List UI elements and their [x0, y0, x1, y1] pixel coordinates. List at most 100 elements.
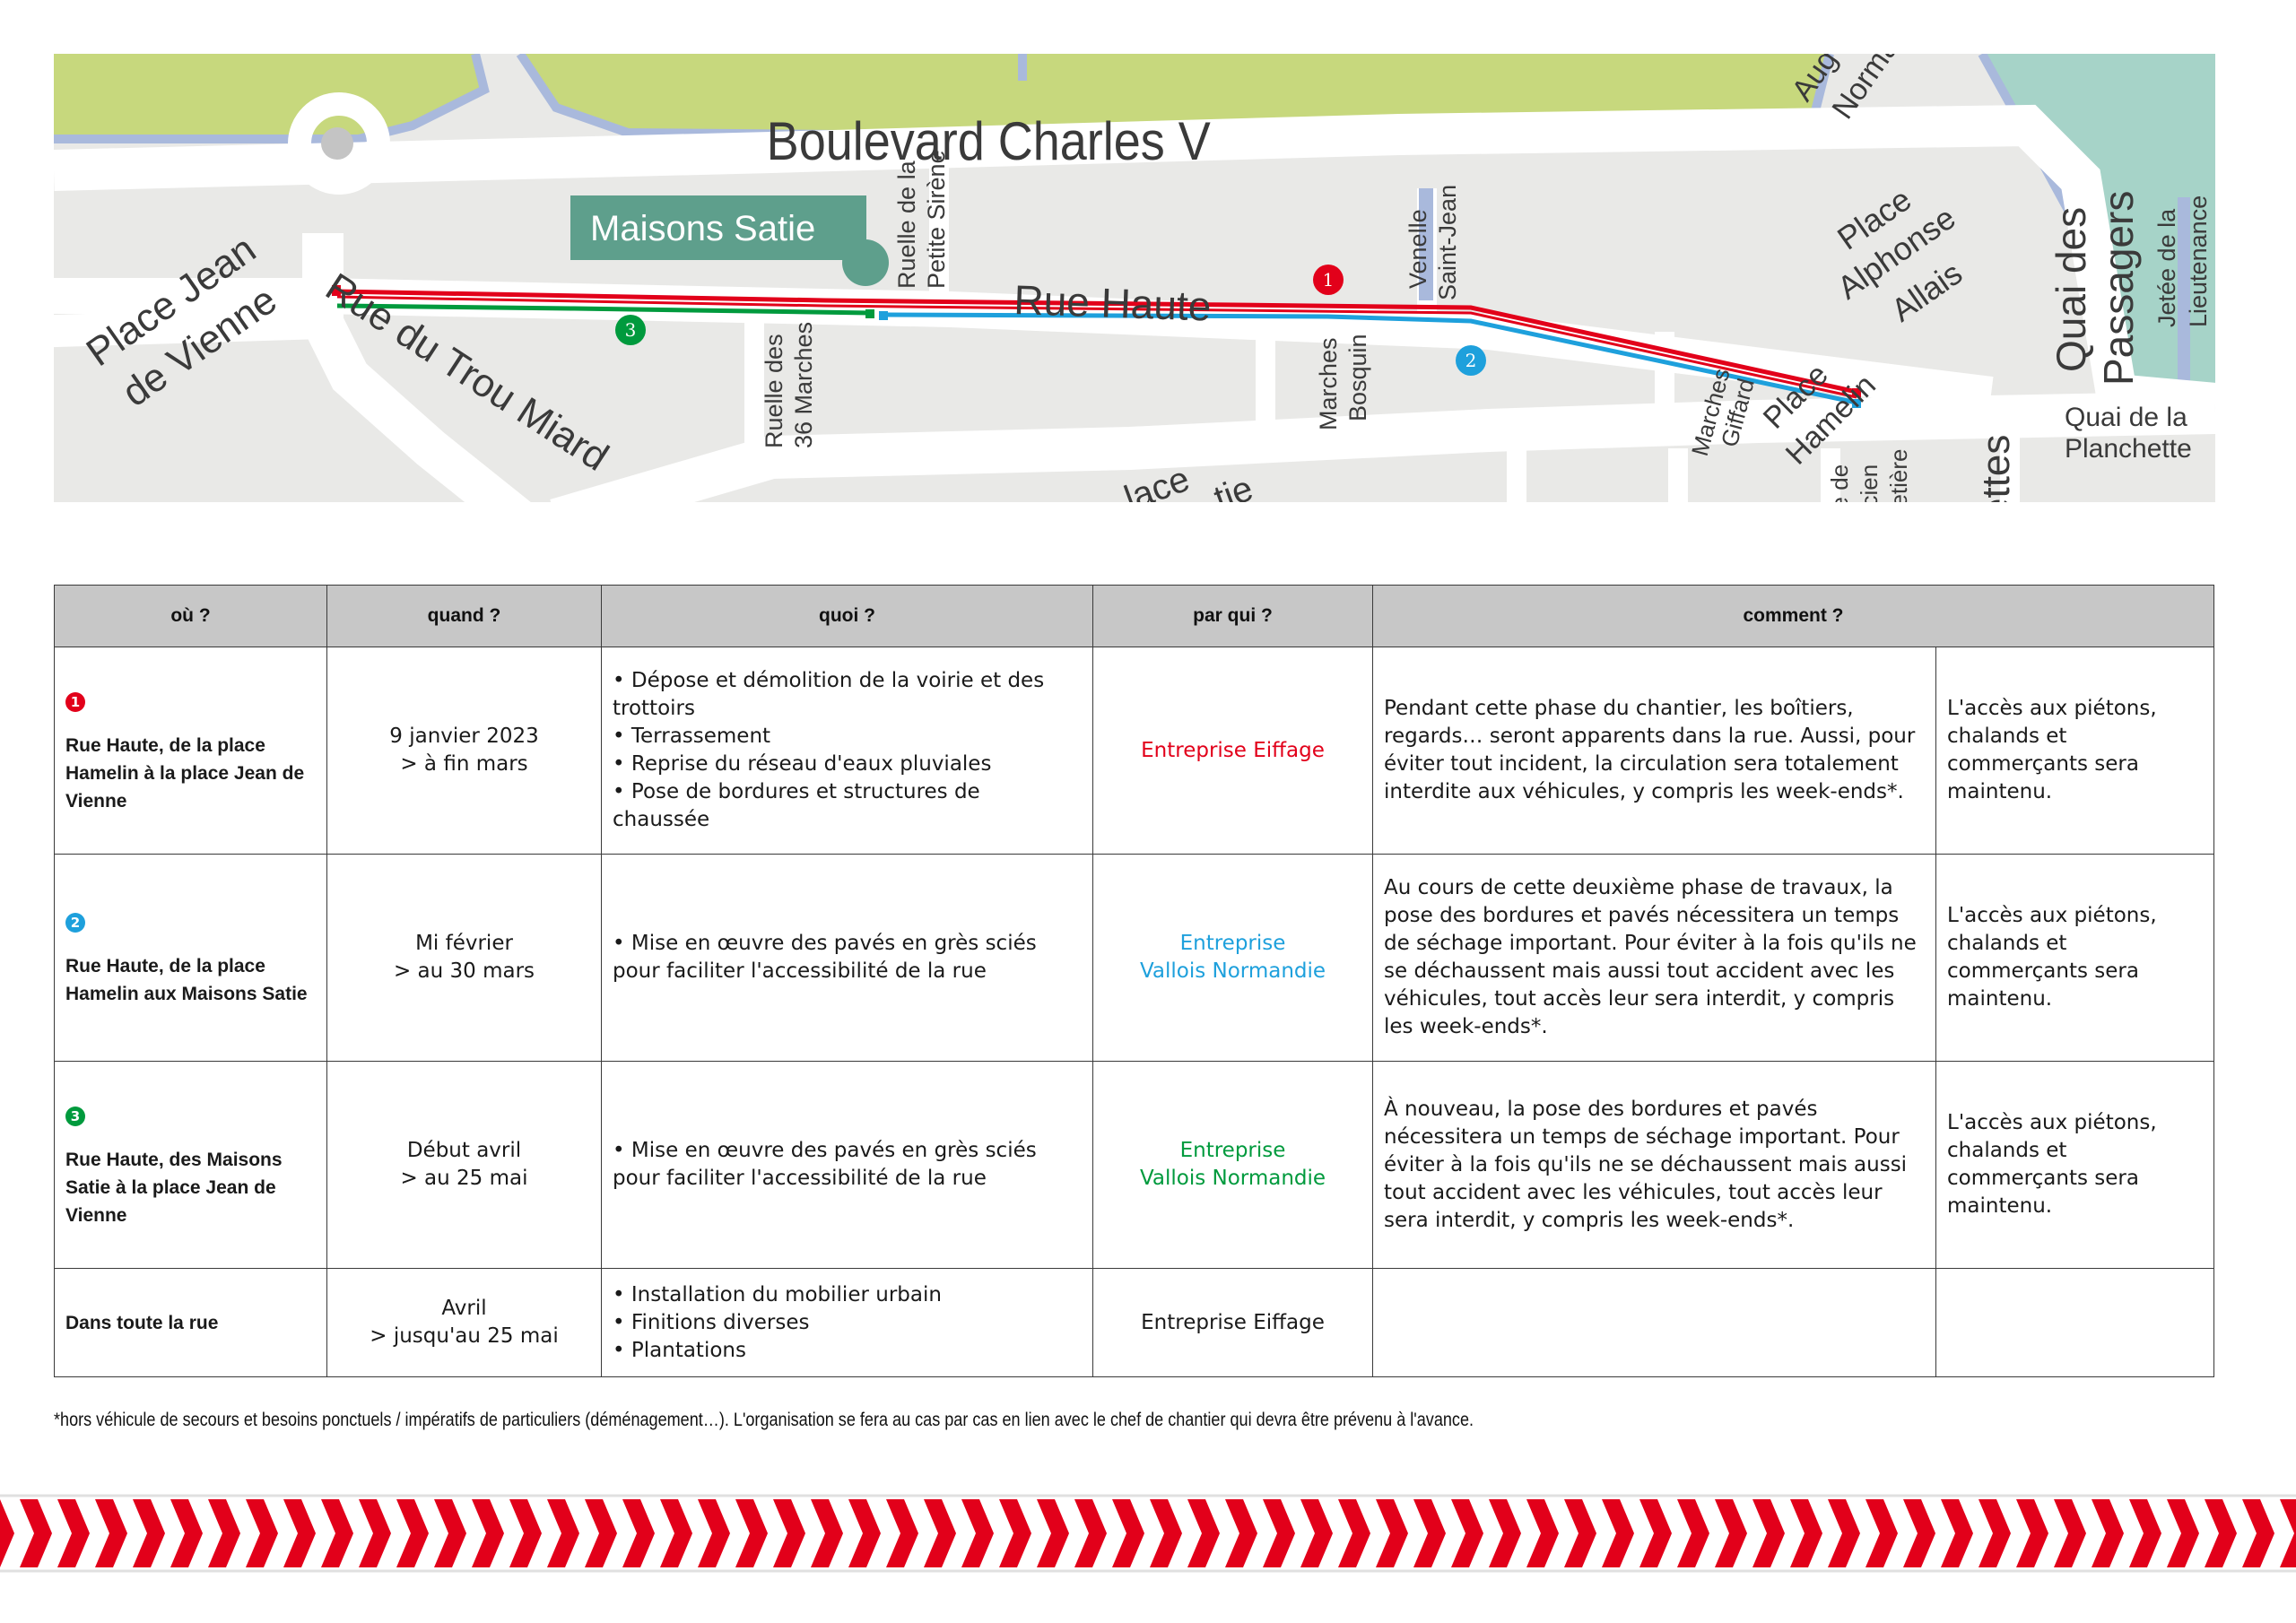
what-list: Mise en œuvre des pavés en grès sciés po…: [613, 1137, 1082, 1193]
chevron-shape: [2280, 1499, 2296, 1567]
chevron-shape: [170, 1499, 203, 1567]
cell-what: Installation du mobilier urbain Finition…: [601, 1268, 1093, 1377]
chevron-shape: [622, 1499, 655, 1567]
label-bosquin-1: Marches: [1315, 337, 1342, 430]
chevron-shape: [359, 1499, 391, 1567]
label-boulevard: Boulevard Charles V: [767, 111, 1211, 171]
chevron-shape: [0, 1499, 14, 1567]
how-text: Pendant cette phase du chantier, les boî…: [1384, 697, 1916, 803]
chevron-shape: [735, 1499, 768, 1567]
chevron-shape: [472, 1499, 504, 1567]
header-when: quand ?: [326, 585, 602, 647]
label-planchette-2: Planchette: [2065, 434, 2192, 464]
chevron-shape: [1451, 1499, 1483, 1567]
cell-who: Entreprise Vallois Normandie: [1092, 1061, 1373, 1269]
chevron-shape: [1037, 1499, 1069, 1567]
chevron-shape: [660, 1499, 692, 1567]
chevron-shape: [2129, 1499, 2161, 1567]
when-start: Mi février: [415, 932, 513, 955]
chevron-shape: [1866, 1499, 1898, 1567]
label-ruelle-sirene-1: Ruelle de la: [893, 160, 920, 289]
label-ruelle-sirene-2: Petite Sirène: [923, 150, 950, 289]
chevron-shape: [848, 1499, 881, 1567]
marker-phase-1: [1313, 265, 1344, 295]
chevron-shape: [1074, 1499, 1107, 1567]
chevron-shape: [434, 1499, 466, 1567]
label-cut-ille-de: lle de: [1826, 464, 1853, 502]
what-list: Installation du mobilier urbain Finition…: [613, 1281, 1082, 1365]
who-text: Entreprise: [1179, 1139, 1286, 1162]
chevron-shape: [1338, 1499, 1370, 1567]
chevron-shape: [1602, 1499, 1634, 1567]
who-text: Entreprise: [1179, 932, 1286, 955]
chevron-shape: [1526, 1499, 1559, 1567]
cell-access: L'accès aux piétons, chalands et commerç…: [1935, 1061, 2215, 1269]
chevron-shape: [1225, 1499, 1257, 1567]
maisons-satie-marker: [842, 239, 889, 286]
how-text: À nouveau, la pose des bordures et pavés…: [1384, 1097, 1908, 1232]
list-item: Mise en œuvre des pavés en grès sciés po…: [613, 1137, 1082, 1193]
label-venelle-2: Saint-Jean: [1434, 185, 1461, 300]
how-text: Au cours de cette deuxième phase de trav…: [1384, 876, 1917, 1038]
cell-when: Début avril > au 25 mai: [326, 1061, 602, 1269]
chevron-shape: [811, 1499, 843, 1567]
chevron-shape: [698, 1499, 730, 1567]
label-cut-metiere: netière: [1885, 449, 1912, 503]
chevron-shape: [1979, 1499, 2011, 1567]
chevron-shape: [1752, 1499, 1785, 1567]
chevron-shape: [57, 1499, 90, 1567]
chevron-shape: [1564, 1499, 1596, 1567]
chevron-shape: [95, 1499, 127, 1567]
phase1-line: [336, 289, 1857, 395]
chevron-shape: [1828, 1499, 1860, 1567]
marker-3-label: 3: [625, 319, 637, 341]
chevron-shape: [2205, 1499, 2237, 1567]
list-item: Plantations: [613, 1337, 1082, 1365]
label-cut-ancien: ncien: [1856, 464, 1883, 502]
access-text: L'accès aux piétons, chalands et commerç…: [1947, 904, 2157, 1011]
marker-phase-2: [1456, 345, 1486, 376]
works-schedule-table: où ? quand ? quoi ? par qui ? comment ? …: [54, 585, 2215, 1377]
label-jetee-2: Lieutenance: [2185, 195, 2212, 327]
cell-how: [1372, 1268, 1936, 1377]
cell-when: Mi février > au 30 mars: [326, 854, 602, 1062]
chevron-shape: [1300, 1499, 1333, 1567]
label-quai-passagers-2: Passagers: [2095, 191, 2142, 386]
road-trou-miard: [302, 233, 531, 502]
chevron-shape: [1112, 1499, 1144, 1567]
marker-1-label: 1: [1323, 269, 1335, 291]
cell-who: Entreprise Vallois Normandie: [1092, 854, 1373, 1062]
when-start: Avril: [441, 1297, 487, 1320]
when-start: 9 janvier 2023: [389, 725, 539, 748]
who-text: Entreprise Eiffage: [1141, 1310, 1325, 1334]
header-what: quoi ?: [601, 585, 1093, 647]
who-text: Vallois Normandie: [1139, 959, 1326, 983]
list-item: Terrassement: [613, 723, 1082, 751]
access-text: L'accès aux piétons, chalands et commerç…: [1947, 697, 2157, 803]
marker-phase-3: [615, 315, 646, 345]
chevron-shape: [1263, 1499, 1295, 1567]
header-who: par qui ?: [1092, 585, 1373, 647]
chevron-shape: [1715, 1499, 1747, 1567]
cell-who: Entreprise Eiffage: [1092, 647, 1373, 855]
who-text: Vallois Normandie: [1139, 1167, 1326, 1190]
cell-when: Avril > jusqu'au 25 mai: [326, 1268, 602, 1377]
label-ruelle-36-2: 36 Marches: [790, 322, 817, 448]
chevron-shape: [1677, 1499, 1709, 1567]
list-item: Installation du mobilier urbain: [613, 1281, 1082, 1309]
chevron-shape: [1413, 1499, 1446, 1567]
where-text: Rue Haute, des Maisons Satie à la place …: [65, 1149, 283, 1226]
cell-what: Mise en œuvre des pavés en grès sciés po…: [601, 854, 1093, 1062]
cell-where: Dans toute la rue: [54, 1268, 327, 1377]
when-end: > au 25 mai: [400, 1167, 528, 1190]
chevron-shape: [547, 1499, 579, 1567]
cell-how: Au cours de cette deuxième phase de trav…: [1372, 854, 1936, 1062]
cell-what: Dépose et démolition de la voirie et des…: [601, 647, 1093, 855]
table-row: 2 Rue Haute, de la place Hamelin aux Mai…: [54, 854, 2215, 1062]
when-end: > à fin mars: [400, 752, 528, 776]
chevron-shape: [2054, 1499, 2086, 1567]
phase3-line: [336, 303, 871, 316]
list-item: Pose de bordures et structures de chauss…: [613, 778, 1082, 834]
chevron-shape: [321, 1499, 353, 1567]
cell-where: 1 Rue Haute, de la place Hamelin à la pl…: [54, 647, 327, 855]
